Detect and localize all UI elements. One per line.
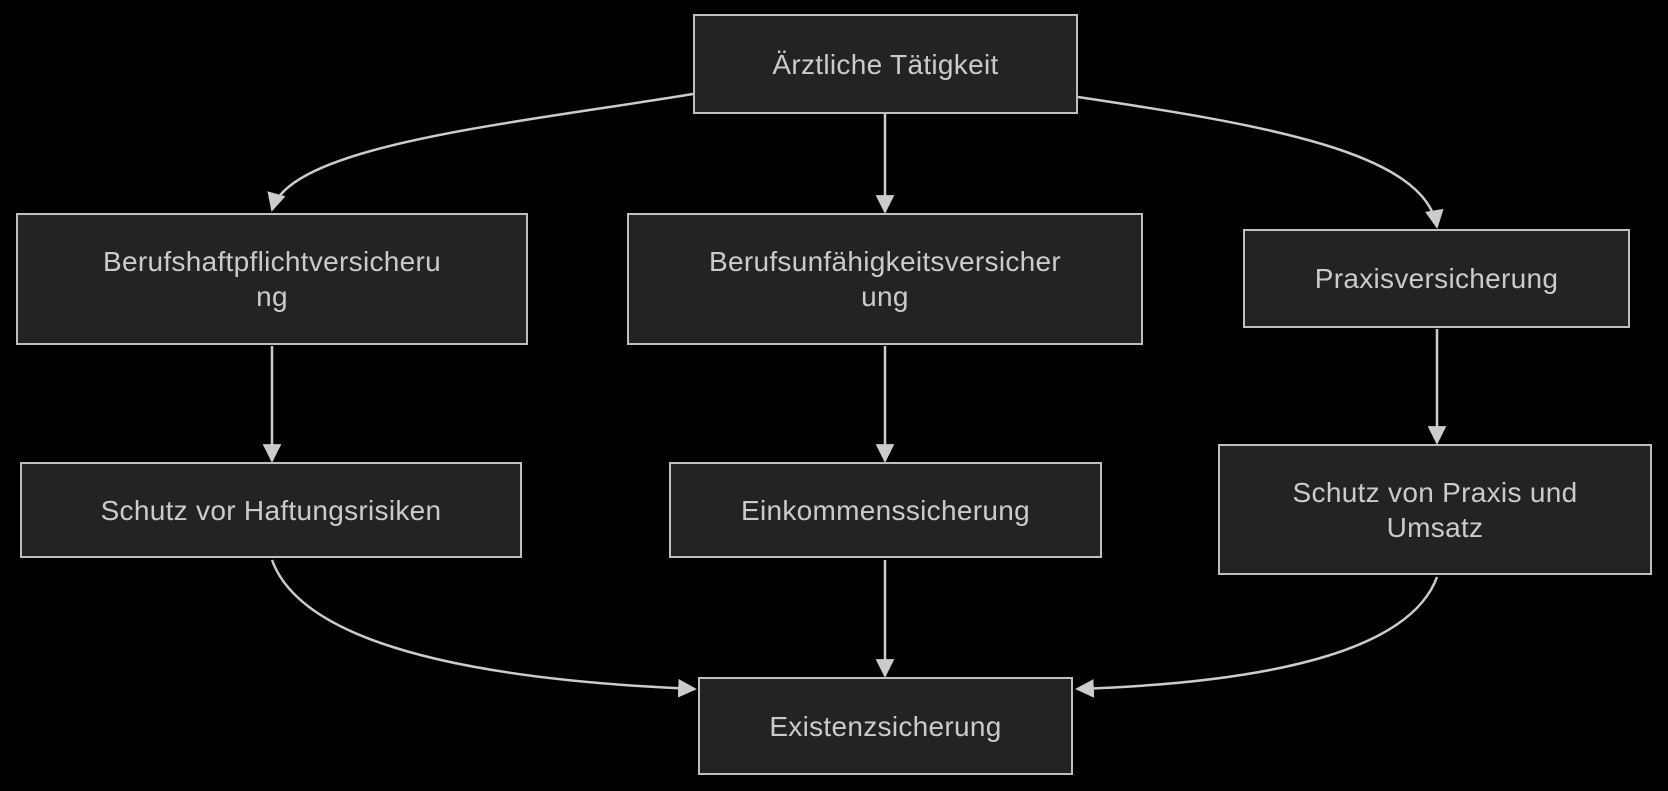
node-schutz-von-praxis-und-umsatz: Schutz von Praxis und Umsatz	[1218, 444, 1652, 575]
edge-root-to-praxisversicherung	[1077, 95, 1444, 229]
node-aerztliche-taetigkeit: Ärztliche Tätigkeit	[693, 14, 1078, 114]
node-label: Schutz vor Haftungsrisiken	[100, 494, 442, 526]
edge-praxis-umsatz-to-existenzsicherung	[1075, 576, 1439, 698]
node-label: Einkommenssicherung	[741, 494, 1030, 526]
edge-root-to-berufshaftpflicht	[267, 92, 694, 212]
node-label: Berufshaftpflichtversicheru ng	[102, 246, 442, 312]
node-berufshaftpflichtversicherung: Berufshaftpflichtversicheru ng	[16, 213, 528, 345]
node-label: Existenzsicherung	[769, 710, 1002, 742]
node-label: Praxisversicherung	[1314, 263, 1559, 294]
node-schutz-vor-haftungsrisiken: Schutz vor Haftungsrisiken	[20, 462, 522, 558]
node-label: Schutz von Praxis und Umsatz	[1292, 476, 1578, 543]
node-praxisversicherung: Praxisversicherung	[1243, 229, 1630, 328]
node-label: Ärztliche Tätigkeit	[772, 48, 999, 80]
node-existenzsicherung: Existenzsicherung	[698, 677, 1073, 775]
node-label: Berufsunfähigkeitsversicher ung	[708, 246, 1062, 312]
node-berufsunfaehigkeitsversicherung: Berufsunfähigkeitsversicher ung	[627, 213, 1143, 345]
node-einkommenssicherung: Einkommenssicherung	[669, 462, 1102, 558]
edge-haftungsrisiken-to-existenzsicherung	[270, 559, 697, 698]
